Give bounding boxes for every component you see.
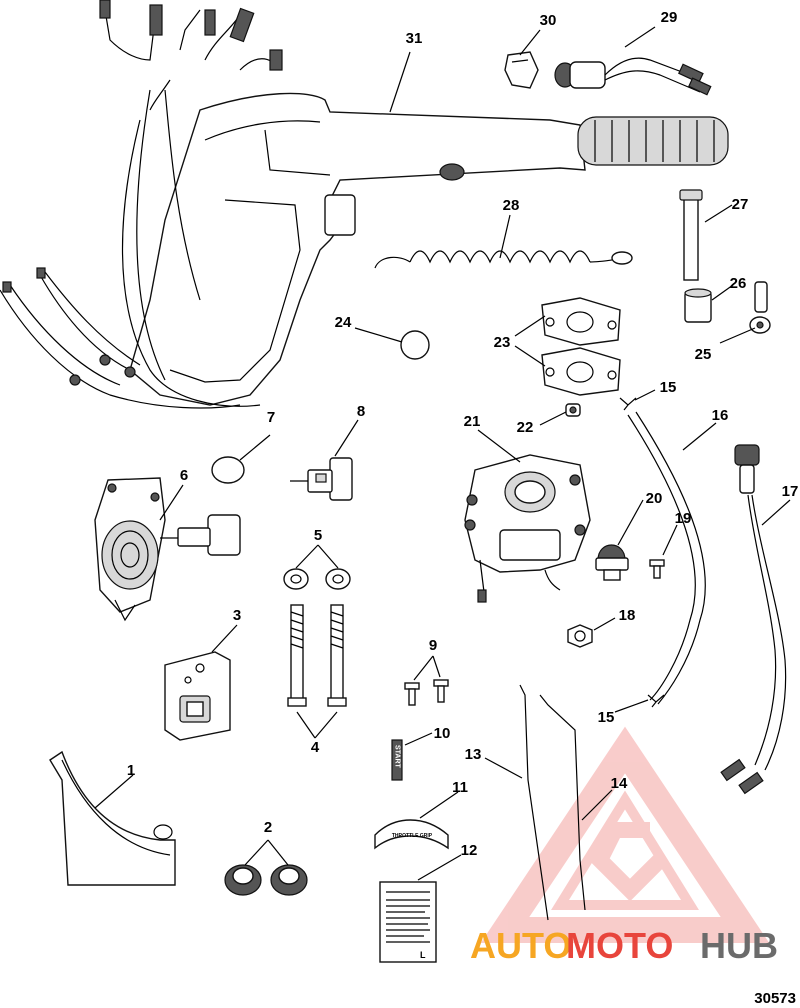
clip-part [504,51,539,89]
callout-26: 26 [730,275,747,292]
instruction-decal-part: L [379,881,437,963]
stop-switch-part [554,57,712,96]
svg-text:HUB: HUB [700,925,778,966]
callout-labels: 1 2 3 4 5 6 7 8 9 10 11 12 13 14 15 15 1… [127,9,799,859]
wire-harness-part [720,444,787,795]
hose-clamp-part [619,397,665,708]
watermark-text: AUTO MOTO HUB [470,925,778,966]
callout-3: 3 [233,607,241,624]
sleeve-part [684,288,712,323]
callout-9: 9 [429,637,437,654]
start-decal-part: START [391,739,403,781]
throttle-link-part [519,684,586,921]
drawing-number: 30573 [754,990,796,1007]
switch-part [290,457,353,501]
callout-5: 5 [314,527,322,544]
knob-part [400,330,430,360]
leader-lines [94,26,791,881]
bolt-part [287,604,347,707]
o-ring-part [211,456,245,484]
gasket-part [541,297,621,396]
callout-31: 31 [406,30,423,47]
pin-part [679,189,703,281]
callout-1: 1 [127,762,135,779]
callout-16: 16 [712,407,729,424]
tiller-handle-part [0,0,729,409]
svg-text:START: START [394,745,401,769]
callout-12: 12 [461,842,478,859]
callout-18: 18 [619,607,636,624]
callout-30: 30 [540,12,557,29]
callout-28: 28 [503,197,520,214]
callout-15-bottom: 15 [598,709,615,726]
svg-text:THROTTLE GRIP: THROTTLE GRIP [392,833,433,839]
callout-7: 7 [267,409,275,426]
callout-21: 21 [464,413,481,430]
fuel-hose-part [627,411,706,705]
cap-part [224,864,308,896]
callout-14: 14 [611,775,628,792]
callout-22: 22 [517,419,534,436]
cover-part [49,750,176,886]
callout-8: 8 [357,403,365,420]
terminal-part [749,281,771,334]
callout-4: 4 [311,739,320,756]
callout-17: 17 [782,483,799,500]
fitting-part [565,403,581,417]
callout-24: 24 [335,314,352,331]
nut-part [567,624,593,648]
svg-text:AUTO: AUTO [470,925,571,966]
callout-25: 25 [695,346,712,363]
svg-text:MOTO: MOTO [566,925,673,966]
callout-23: 23 [494,334,511,351]
washer-part [283,568,351,590]
callout-13: 13 [465,746,482,763]
primer-bulb-part [595,544,629,581]
callout-27: 27 [732,196,749,213]
callout-29: 29 [661,9,678,26]
screw-part [649,559,665,579]
callout-20: 20 [646,490,663,507]
screws-part [404,679,449,706]
carburetor-part [464,454,591,603]
svg-text:L: L [420,950,426,960]
callout-10: 10 [434,725,451,742]
callout-15-top: 15 [660,379,677,396]
plate-part [164,651,231,741]
watermark-logo [480,726,770,943]
callout-11: 11 [452,779,468,796]
callout-2: 2 [264,819,272,836]
friction-assembly-part [94,477,241,622]
throttle-decal-part: THROTTLE GRIP [374,819,449,850]
callout-19: 19 [675,510,692,527]
lanyard-part [374,250,633,269]
callout-6: 6 [180,467,188,484]
